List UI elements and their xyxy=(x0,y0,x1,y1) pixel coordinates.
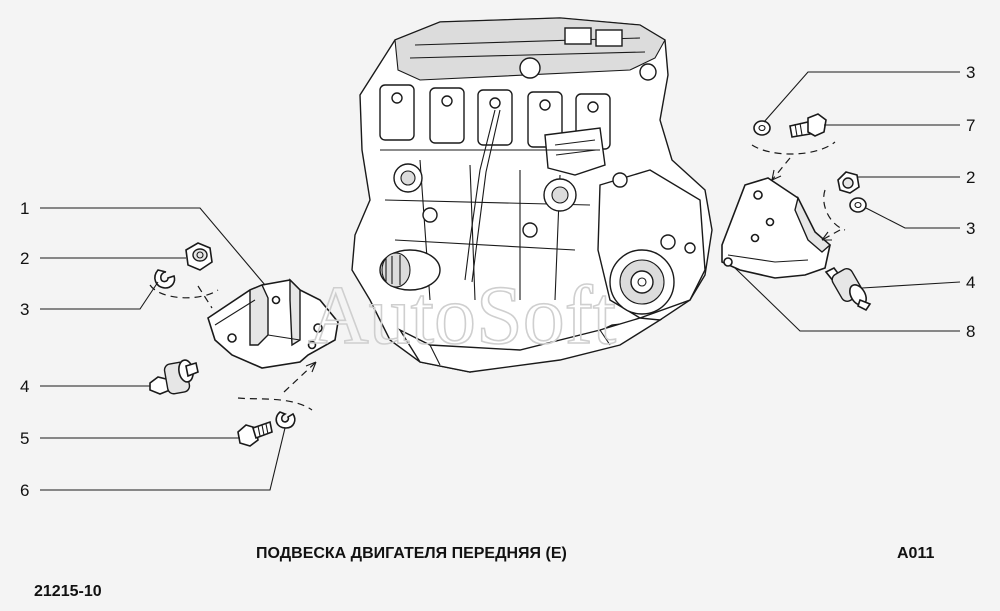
oil-filter xyxy=(379,249,441,291)
left-bolt xyxy=(237,420,273,447)
callout-left-2: 2 xyxy=(20,249,29,268)
callout-left-1: 1 xyxy=(20,199,29,218)
right-bracket xyxy=(721,177,832,279)
callout-right-7: 7 xyxy=(966,116,975,135)
right-washer-mid xyxy=(849,197,867,213)
left-nut xyxy=(185,242,213,271)
watermark: AutoSoft xyxy=(308,269,616,362)
left-rubber-pad xyxy=(149,359,199,395)
cover-boss xyxy=(564,27,592,45)
callout-right-3a: 3 xyxy=(966,63,975,82)
diagram-title: ПОДВЕСКА ДВИГАТЕЛЯ ПЕРЕДНЯЯ (Е) xyxy=(256,545,567,562)
callout-left-4: 4 xyxy=(20,377,29,396)
callout-left-6: 6 xyxy=(20,481,29,500)
right-nut xyxy=(837,171,860,194)
left-washer-upper xyxy=(154,269,176,289)
callout-right-3b: 3 xyxy=(966,219,975,238)
diagram-code: A011 xyxy=(897,545,934,562)
crank-pulley xyxy=(609,249,675,315)
callout-left-5: 5 xyxy=(20,429,29,448)
callout-right-8: 8 xyxy=(966,322,975,341)
callout-right-4: 4 xyxy=(966,273,975,292)
engine-block xyxy=(351,17,713,373)
callout-right-2: 2 xyxy=(966,168,975,187)
right-bolt xyxy=(789,113,827,138)
leader-lines xyxy=(40,71,961,491)
model-number: 21215-10 xyxy=(34,583,102,600)
callout-left-3: 3 xyxy=(20,300,29,319)
right-washer-top xyxy=(753,120,771,136)
right-rubber-pad xyxy=(824,266,872,312)
left-washer-lower xyxy=(275,411,296,429)
left-bracket xyxy=(207,278,339,369)
